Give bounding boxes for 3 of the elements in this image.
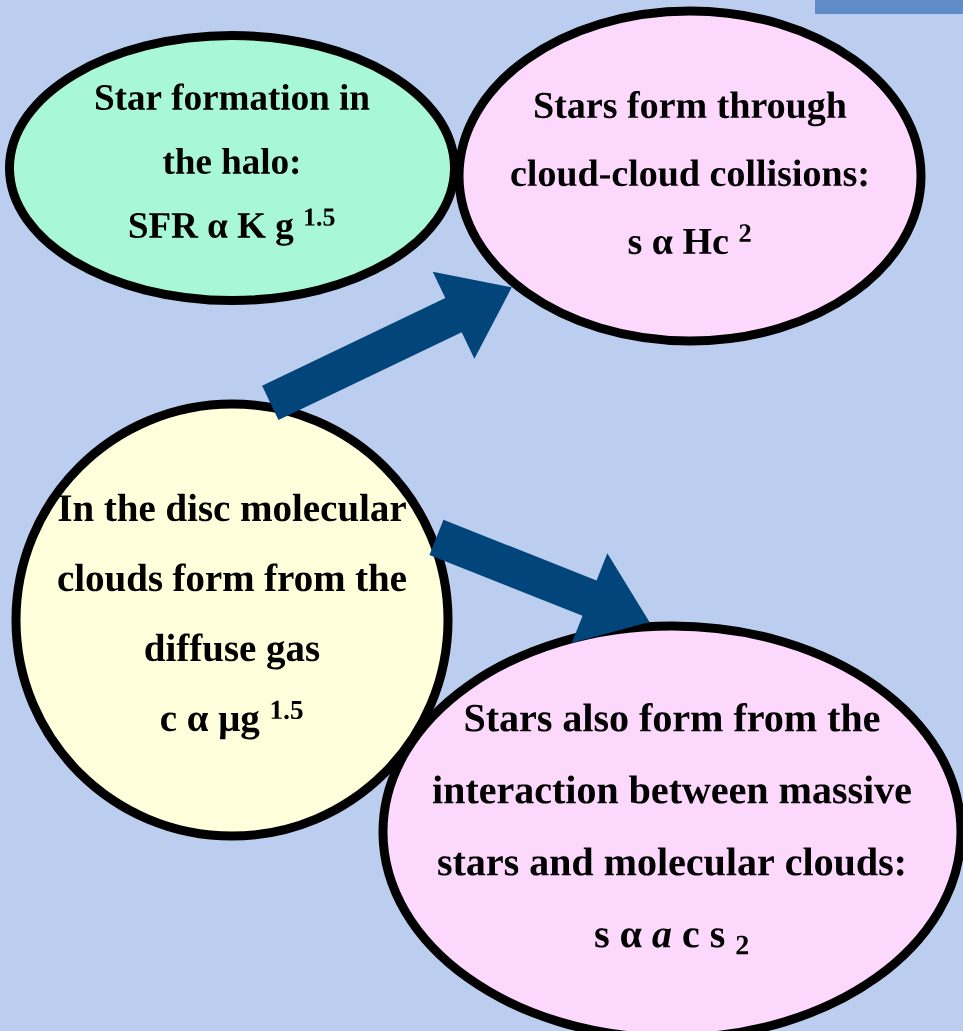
ellipse-node: Star formation in the halo: SFR α K g $^{1.5}$: [5, 31, 459, 305]
ellipse-node: Stars also form from the interaction between massive stars and molecular clouds: s α a c s $_{2}$: [378, 621, 963, 1031]
ellipse-node: Stars form through cloud-cloud collisions: s α Hc $^{2}$: [454, 6, 926, 346]
